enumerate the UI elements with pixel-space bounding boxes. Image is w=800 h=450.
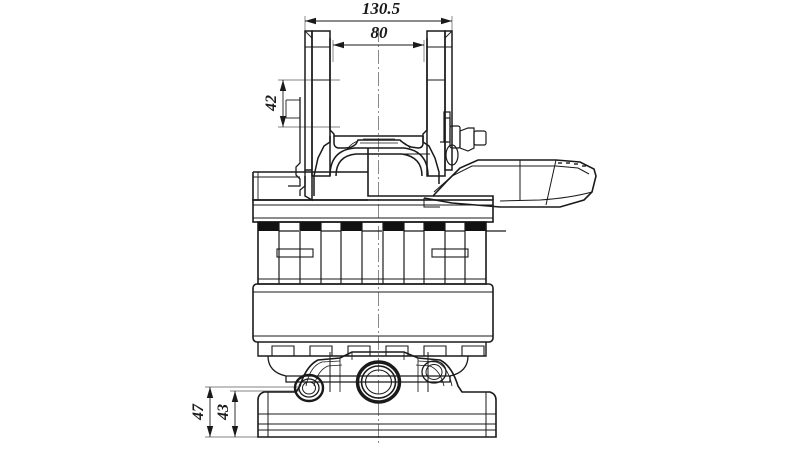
center-bore-inner [364,369,393,395]
right-bore-inner [425,364,443,380]
arrowhead [441,17,452,25]
right-port-slot [431,248,469,258]
lever-grip-hatching [558,162,586,167]
ring-tooth [461,345,485,356]
dimension-value-bracket-height: 42 [263,95,280,112]
rotator-body-ribs [257,222,506,284]
hook-boss-top [333,136,424,149]
mid-collar-detail [253,291,493,337]
arrowhead [231,426,239,437]
center-bore-mid [360,365,397,399]
upper-housing-right [433,195,494,200]
rib-shade-block [465,222,486,231]
ring-tooth [347,345,371,356]
center-bore-outer [355,360,402,404]
left-side-wall [288,97,301,187]
hook-arch [329,147,429,177]
rib-shade-block [424,222,445,231]
arrowhead [279,80,287,91]
arrowhead [206,426,214,437]
lever-detail-lines [368,153,593,208]
left-bore-mid [298,378,320,398]
dimension-labels: 130.5 80 42 47 43 [190,0,401,421]
left-bore-outer [293,373,325,403]
mid-collar-outline [252,283,494,343]
lower-ring-outline [257,342,487,357]
lever-arm [367,148,597,208]
left-port-slot [276,248,314,258]
arrowhead [413,41,424,49]
ring-tooth [309,345,333,356]
dimension-value-overall-width: 130.5 [362,0,401,18]
arrowhead [333,41,344,49]
upper-housing-detail [253,172,493,219]
pivot-roller [445,144,459,166]
right-bore-outer [421,360,447,384]
center-bore [355,360,402,404]
rotator-body-detail [258,248,486,280]
ring-tooth [271,345,295,356]
right-bore [421,360,447,384]
rib-shade-block [300,222,321,231]
pivot-collar [459,127,475,152]
pivot-top-stem [443,111,451,126]
mid-collar [252,283,494,343]
pivot-cap [473,130,487,146]
arrowhead [206,387,214,398]
lever-pivot [440,111,487,166]
lower-ring-teeth [271,345,485,356]
top-bracket-detail-lines [285,30,453,119]
yoke-inner-profile [329,38,428,137]
hook-detail-lines [347,138,411,149]
ring-tooth [423,345,447,356]
lever-outline [367,148,597,208]
rib-shade-block [258,222,279,231]
lower-taper [267,355,469,377]
rib-shade-block [383,222,404,231]
right-arm-outer [444,30,453,171]
arrowhead [231,391,239,402]
hook-left-tab [304,172,313,202]
dimension-value-flange-total-height: 47 [190,403,207,421]
dimension-arrowheads [206,17,452,437]
ring-tooth [385,345,409,356]
arrowhead [279,116,287,127]
hook-left-profile [313,136,331,196]
left-bore [293,373,325,403]
arrowhead [305,17,316,25]
rib-shading-blocks [258,222,486,231]
bottom-flange-inner-lines [258,352,496,437]
left-bore-inner [302,381,316,395]
dimension-value-flange-height: 43 [215,404,232,421]
dimension-value-inner-width: 80 [371,23,389,42]
lower-ring [257,342,487,357]
rib-shade-block [341,222,362,231]
